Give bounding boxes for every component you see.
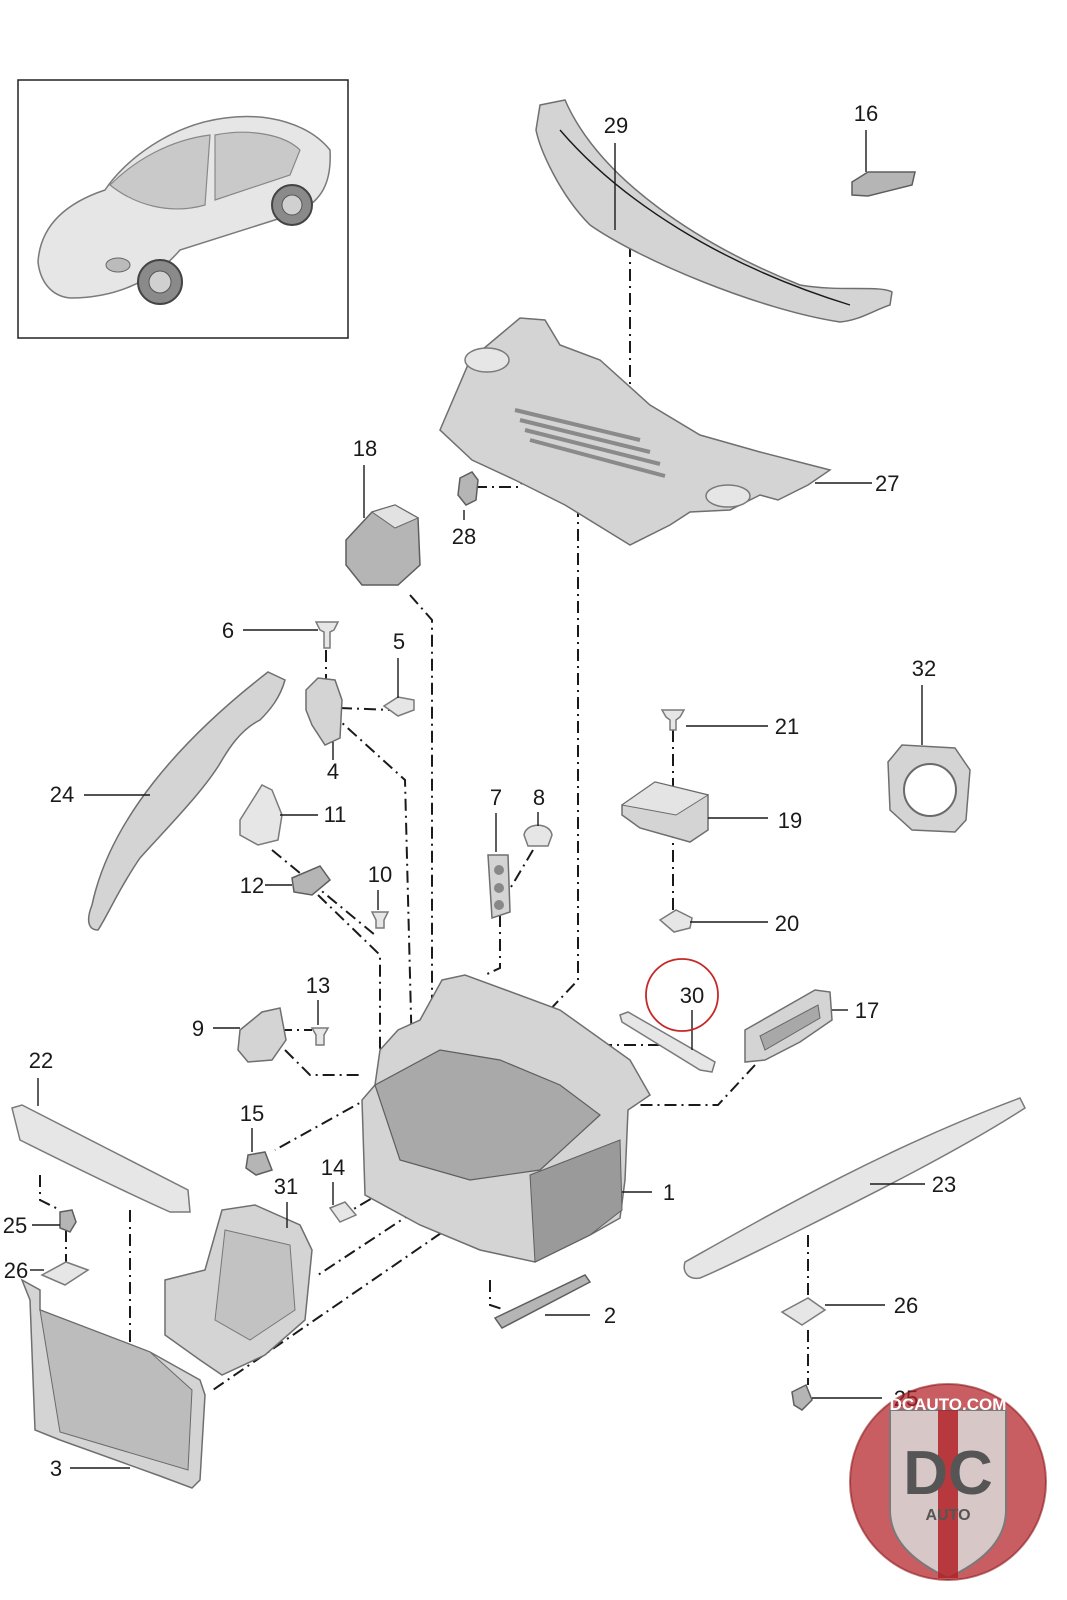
callout-6: 6 [222, 618, 234, 643]
part-4-bracket [305, 677, 343, 746]
callout-13: 13 [306, 973, 330, 998]
callout-1: 1 [663, 1180, 675, 1205]
part-25-clip-right [791, 1383, 813, 1411]
part-1-side [529, 1139, 623, 1263]
part-21-screw [660, 709, 686, 731]
callout-15: 15 [240, 1101, 264, 1126]
part-24-side-trim [87, 671, 286, 931]
callout-25-left: 25 [3, 1213, 27, 1238]
callout-21: 21 [775, 714, 799, 739]
car-windshield [109, 134, 211, 210]
callout-26-right: 26 [894, 1293, 918, 1318]
callout-18: 18 [353, 436, 377, 461]
callout-31: 31 [274, 1174, 298, 1199]
callout-16: 16 [854, 101, 878, 126]
logo-disc-rim [849, 1383, 1047, 1581]
car-front-hub [148, 270, 172, 294]
part-25-clip-left [59, 1209, 77, 1233]
callout-8: 8 [533, 785, 545, 810]
logo-sub-text: AUTO [925, 1507, 970, 1524]
callout-9: 9 [192, 1016, 204, 1041]
callout-17: 17 [855, 998, 879, 1023]
callout-32: 32 [912, 656, 936, 681]
part-27-vents [514, 408, 666, 478]
part-16-clip [851, 171, 916, 197]
part-17-handle [759, 1004, 821, 1051]
callout-11: 11 [324, 802, 347, 827]
part-3-face [39, 1309, 193, 1471]
vehicle-thumbnail [17, 79, 349, 339]
car-side-window [214, 131, 301, 201]
callout-26-left: 26 [4, 1258, 28, 1283]
callout-29: 29 [604, 113, 628, 138]
part-26-clip-right [780, 1297, 827, 1326]
logo-center-stripe [938, 1410, 958, 1578]
callout-20: 20 [775, 911, 799, 936]
part-32-opening [903, 763, 957, 817]
part-2-bar [493, 1274, 592, 1329]
callout-22: 22 [29, 1048, 53, 1073]
part-29-edge [559, 129, 851, 306]
part-11-bracket [239, 784, 283, 846]
callout-27: 27 [875, 471, 899, 496]
callout-10: 10 [368, 862, 392, 887]
callout-24: 24 [50, 782, 74, 807]
callout-2: 2 [604, 1303, 616, 1328]
part-20-clip [658, 909, 693, 933]
part-23-right-trim [683, 1097, 1026, 1280]
part-1-floor [374, 1049, 601, 1181]
part-26-clip-left [40, 1261, 90, 1286]
part-7-hole-a [494, 865, 504, 875]
part-19-top [620, 781, 710, 816]
parts [11, 99, 1026, 1489]
part-15-clip [245, 1151, 273, 1176]
part-5-clip [382, 696, 415, 717]
part-31-inner [214, 1229, 296, 1341]
callout-12: 12 [240, 873, 264, 898]
part-27-dome-right [705, 484, 751, 508]
part-22-upper-trim [11, 1104, 191, 1213]
dcauto-watermark-logo: DCAUTO.COM DC AUTO [849, 1383, 1047, 1581]
logo-site-text: DCAUTO.COM [890, 1395, 1007, 1414]
part-6-screw [314, 621, 340, 649]
part-18-top [370, 504, 420, 529]
logo-brand-text: DC [903, 1439, 993, 1508]
callout-4: 4 [327, 759, 339, 784]
part-9-bracket [237, 1007, 287, 1063]
part-8-grommet [523, 824, 553, 847]
callout-7: 7 [490, 785, 502, 810]
callout-30: 30 [680, 983, 704, 1008]
callout-23: 23 [932, 1172, 956, 1197]
part-7-hole-c [494, 900, 504, 910]
callout-5: 5 [393, 629, 405, 654]
callout-19: 19 [778, 808, 802, 833]
part-10-screw [370, 911, 390, 929]
part-14-clip [328, 1201, 358, 1223]
callout-14: 14 [321, 1155, 345, 1180]
part-13-screw [310, 1027, 330, 1046]
part-27-dome-left [464, 347, 510, 373]
part-30-strap [619, 1011, 716, 1073]
part-28-clip [457, 471, 479, 506]
part-7-hole-b [494, 883, 504, 893]
car-headlight [105, 257, 131, 273]
callout-3: 3 [50, 1456, 62, 1481]
part-12-latch [291, 865, 332, 896]
highlight-circle [645, 958, 719, 1032]
part-29-cowl-cover [535, 99, 893, 323]
callout-28: 28 [452, 524, 476, 549]
car-rear-hub [281, 194, 303, 216]
